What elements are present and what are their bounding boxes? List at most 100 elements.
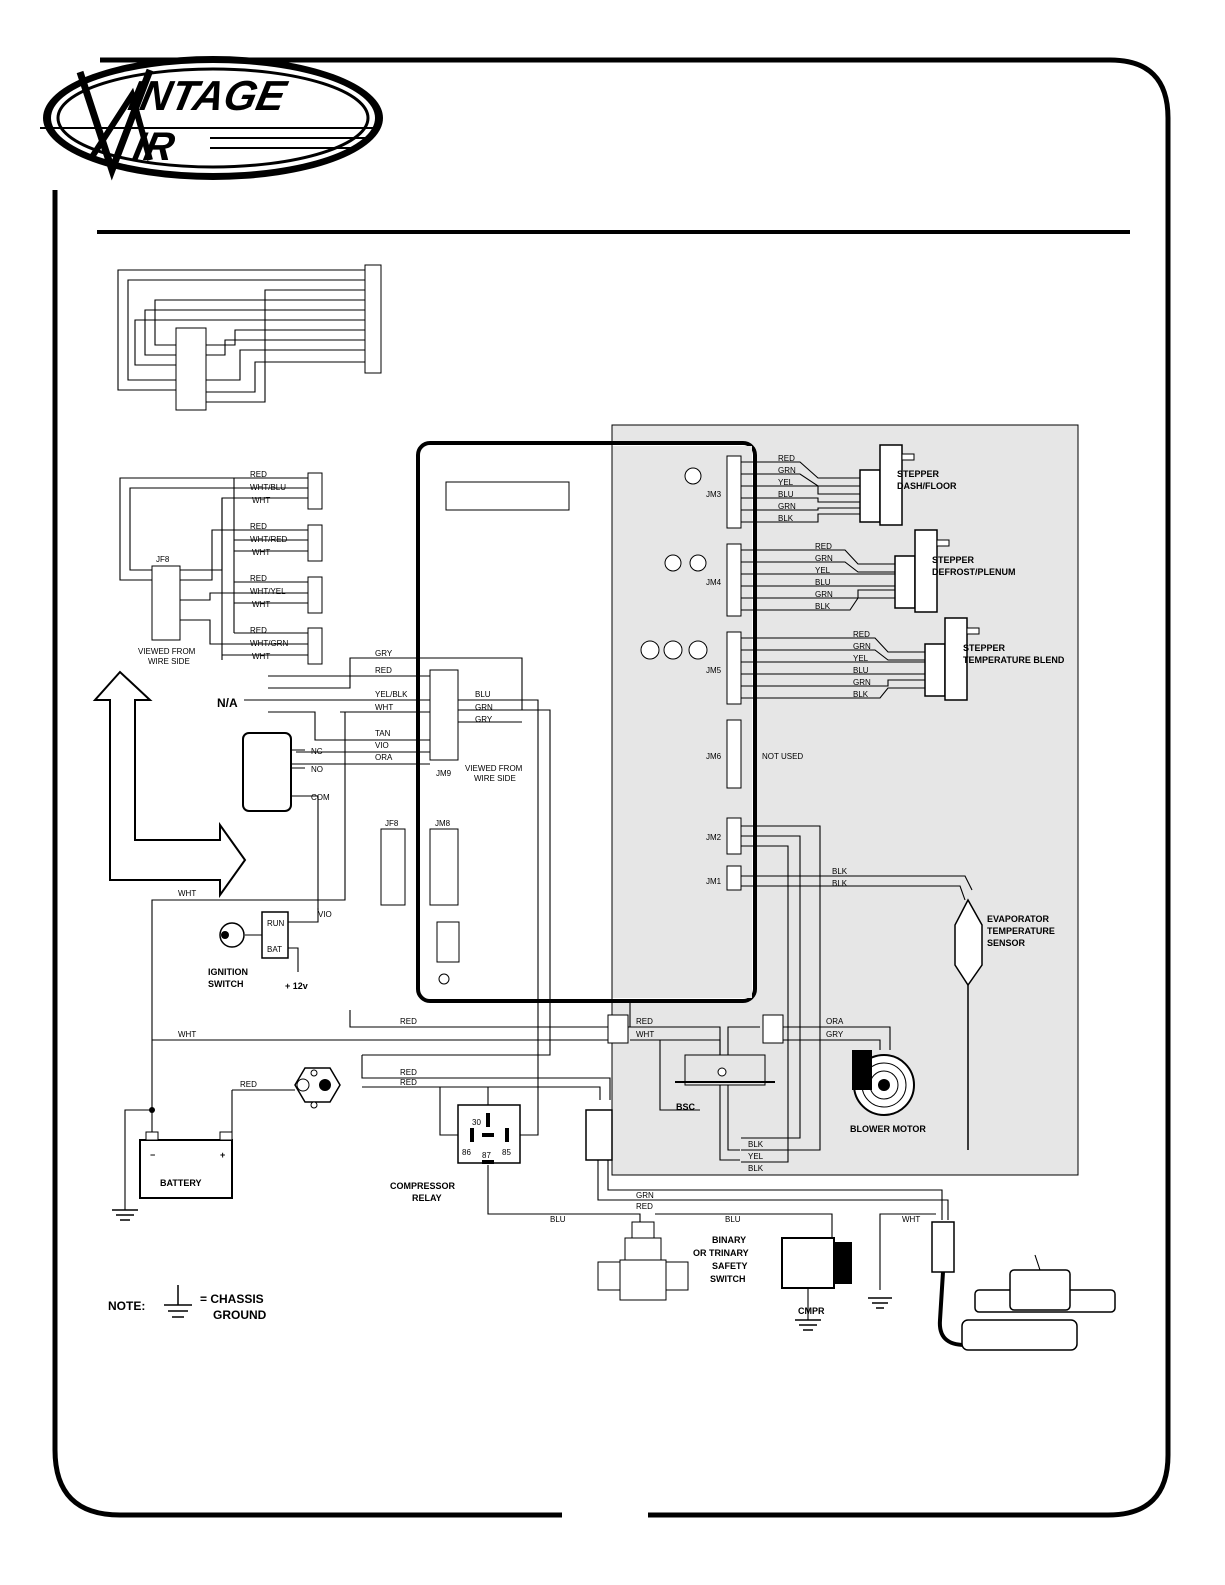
binary-label-4: SWITCH bbox=[710, 1274, 746, 1284]
relay-30: 30 bbox=[472, 1118, 481, 1127]
bottom-red: RED bbox=[636, 1202, 653, 1211]
com-label: COM bbox=[311, 793, 330, 802]
jm5-red: RED bbox=[853, 630, 870, 639]
jm4-blk: BLK bbox=[815, 602, 831, 611]
blower-gry: GRY bbox=[826, 1030, 844, 1039]
jm8-module-label: JM8 bbox=[435, 819, 451, 828]
stepper-dash-floor-1: STEPPER bbox=[897, 469, 940, 479]
vio-label: VIO bbox=[318, 910, 332, 919]
jm6-label: JM6 bbox=[706, 752, 722, 761]
bottom-wht: WHT bbox=[902, 1215, 920, 1224]
jm4-blu: BLU bbox=[815, 578, 831, 587]
jm9-viewed-from: VIEWED FROM bbox=[465, 764, 523, 773]
jf8-left-label: JF8 bbox=[156, 555, 170, 564]
jm5-grn-2: GRN bbox=[853, 678, 871, 687]
jm1-blk-2: BLK bbox=[832, 879, 848, 888]
note-label: NOTE: bbox=[108, 1299, 145, 1313]
jm1-blk-1: BLK bbox=[832, 867, 848, 876]
bat-label: BAT bbox=[267, 945, 282, 954]
not-used-label: NOT USED bbox=[762, 752, 803, 761]
jm3-blu: BLU bbox=[778, 490, 794, 499]
jm3-label: JM3 bbox=[706, 490, 722, 499]
battery-plus: + bbox=[220, 1150, 225, 1160]
cmpr-label: CMPR bbox=[798, 1306, 825, 1316]
binary-label-1: BINARY bbox=[712, 1235, 746, 1245]
jm5-connector bbox=[726, 631, 742, 705]
ac-switch bbox=[242, 732, 319, 910]
stepper-defrost-1: STEPPER bbox=[932, 555, 975, 565]
bottom-grn: GRN bbox=[636, 1191, 654, 1200]
wire-wht-yel: WHT/YEL bbox=[250, 587, 286, 596]
jm2-connector bbox=[726, 817, 742, 855]
wire-side-label: WIRE SIDE bbox=[148, 657, 190, 666]
stepper-defrost-2: DEFROST/PLENUM bbox=[932, 567, 1016, 577]
ignition-label-1: IGNITION bbox=[208, 967, 248, 977]
run-label: RUN bbox=[267, 919, 285, 928]
battery-minus: − bbox=[150, 1150, 155, 1160]
battery-red: RED bbox=[240, 1080, 257, 1089]
jm9-yel-blk: YEL/BLK bbox=[375, 690, 408, 699]
wire-red-3: RED bbox=[250, 574, 267, 583]
circuit-breaker-graphic bbox=[294, 1067, 341, 1109]
nc-label: NC bbox=[311, 747, 323, 756]
jm8-module-connector bbox=[429, 828, 459, 906]
wire-red-1: RED bbox=[250, 470, 267, 479]
note-ground: GROUND bbox=[213, 1308, 267, 1322]
water-valve-graphic bbox=[931, 1221, 1116, 1351]
relay-86: 86 bbox=[462, 1148, 471, 1157]
bsc-blk-1: BLK bbox=[748, 1140, 764, 1149]
inline-pressure-switch bbox=[585, 1109, 613, 1161]
jf8-module-label: JF8 bbox=[385, 819, 399, 828]
jm5-blu: BLU bbox=[853, 666, 869, 675]
jm4-yel: YEL bbox=[815, 566, 831, 575]
jm4-label: JM4 bbox=[706, 578, 722, 587]
relay-85: 85 bbox=[502, 1148, 511, 1157]
lower-wht-2: WHT bbox=[636, 1030, 654, 1039]
ignition-label-2: SWITCH bbox=[208, 979, 244, 989]
wire-wht-red: WHT/RED bbox=[250, 535, 288, 544]
jm5-grn-1: GRN bbox=[853, 642, 871, 651]
bottom-blu-2: BLU bbox=[725, 1215, 741, 1224]
jm3-grn-2: GRN bbox=[778, 502, 796, 511]
wht-top-label: WHT bbox=[178, 889, 196, 898]
lower-red-4: RED bbox=[400, 1078, 417, 1087]
jm4-red: RED bbox=[815, 542, 832, 551]
jm3-grn-1: GRN bbox=[778, 466, 796, 475]
jm9-wire-side: WIRE SIDE bbox=[474, 774, 516, 783]
no-label: NO bbox=[311, 765, 323, 774]
battery-graphic bbox=[112, 1107, 233, 1221]
jm9-gry-2: GRY bbox=[475, 715, 493, 724]
jm9-vio: VIO bbox=[375, 741, 389, 750]
jm3-red: RED bbox=[778, 454, 795, 463]
wire-red-4: RED bbox=[250, 626, 267, 635]
compressor-relay-graphic bbox=[457, 1104, 521, 1164]
jm6-connector bbox=[726, 719, 742, 789]
chassis-ground-symbol bbox=[164, 1285, 192, 1318]
jm5-blk: BLK bbox=[853, 690, 869, 699]
jf8-left-harness bbox=[119, 472, 323, 665]
jm4-connector bbox=[726, 543, 742, 617]
jm1-label: JM1 bbox=[706, 877, 722, 886]
jm3-connector bbox=[726, 455, 742, 529]
sensor-line-1: EVAPORATOR bbox=[987, 914, 1050, 924]
wire-wht-blu: WHT/BLU bbox=[250, 483, 286, 492]
relay-label-2: RELAY bbox=[412, 1193, 442, 1203]
compressor-graphic bbox=[781, 1237, 852, 1331]
top-harness-detail bbox=[117, 264, 382, 411]
stepper-blend-1: STEPPER bbox=[963, 643, 1006, 653]
jm9-label: JM9 bbox=[436, 769, 452, 778]
jm9-wht: WHT bbox=[375, 703, 393, 712]
binary-switch-graphic bbox=[597, 1221, 689, 1301]
blower-ora: ORA bbox=[826, 1017, 844, 1026]
na-label: N/A bbox=[217, 696, 238, 710]
sensor-line-3: SENSOR bbox=[987, 938, 1026, 948]
binary-label-2: OR TRINARY bbox=[693, 1248, 749, 1258]
sensor-wires bbox=[741, 825, 983, 1163]
jm5-yel: YEL bbox=[853, 654, 869, 663]
relay-label-1: COMPRESSOR bbox=[390, 1181, 456, 1191]
bottom-blu-1: BLU bbox=[550, 1215, 566, 1224]
plus-12v-label: + 12v bbox=[285, 981, 308, 991]
jm9-tan: TAN bbox=[375, 729, 391, 738]
lower-red-2: RED bbox=[636, 1017, 653, 1026]
